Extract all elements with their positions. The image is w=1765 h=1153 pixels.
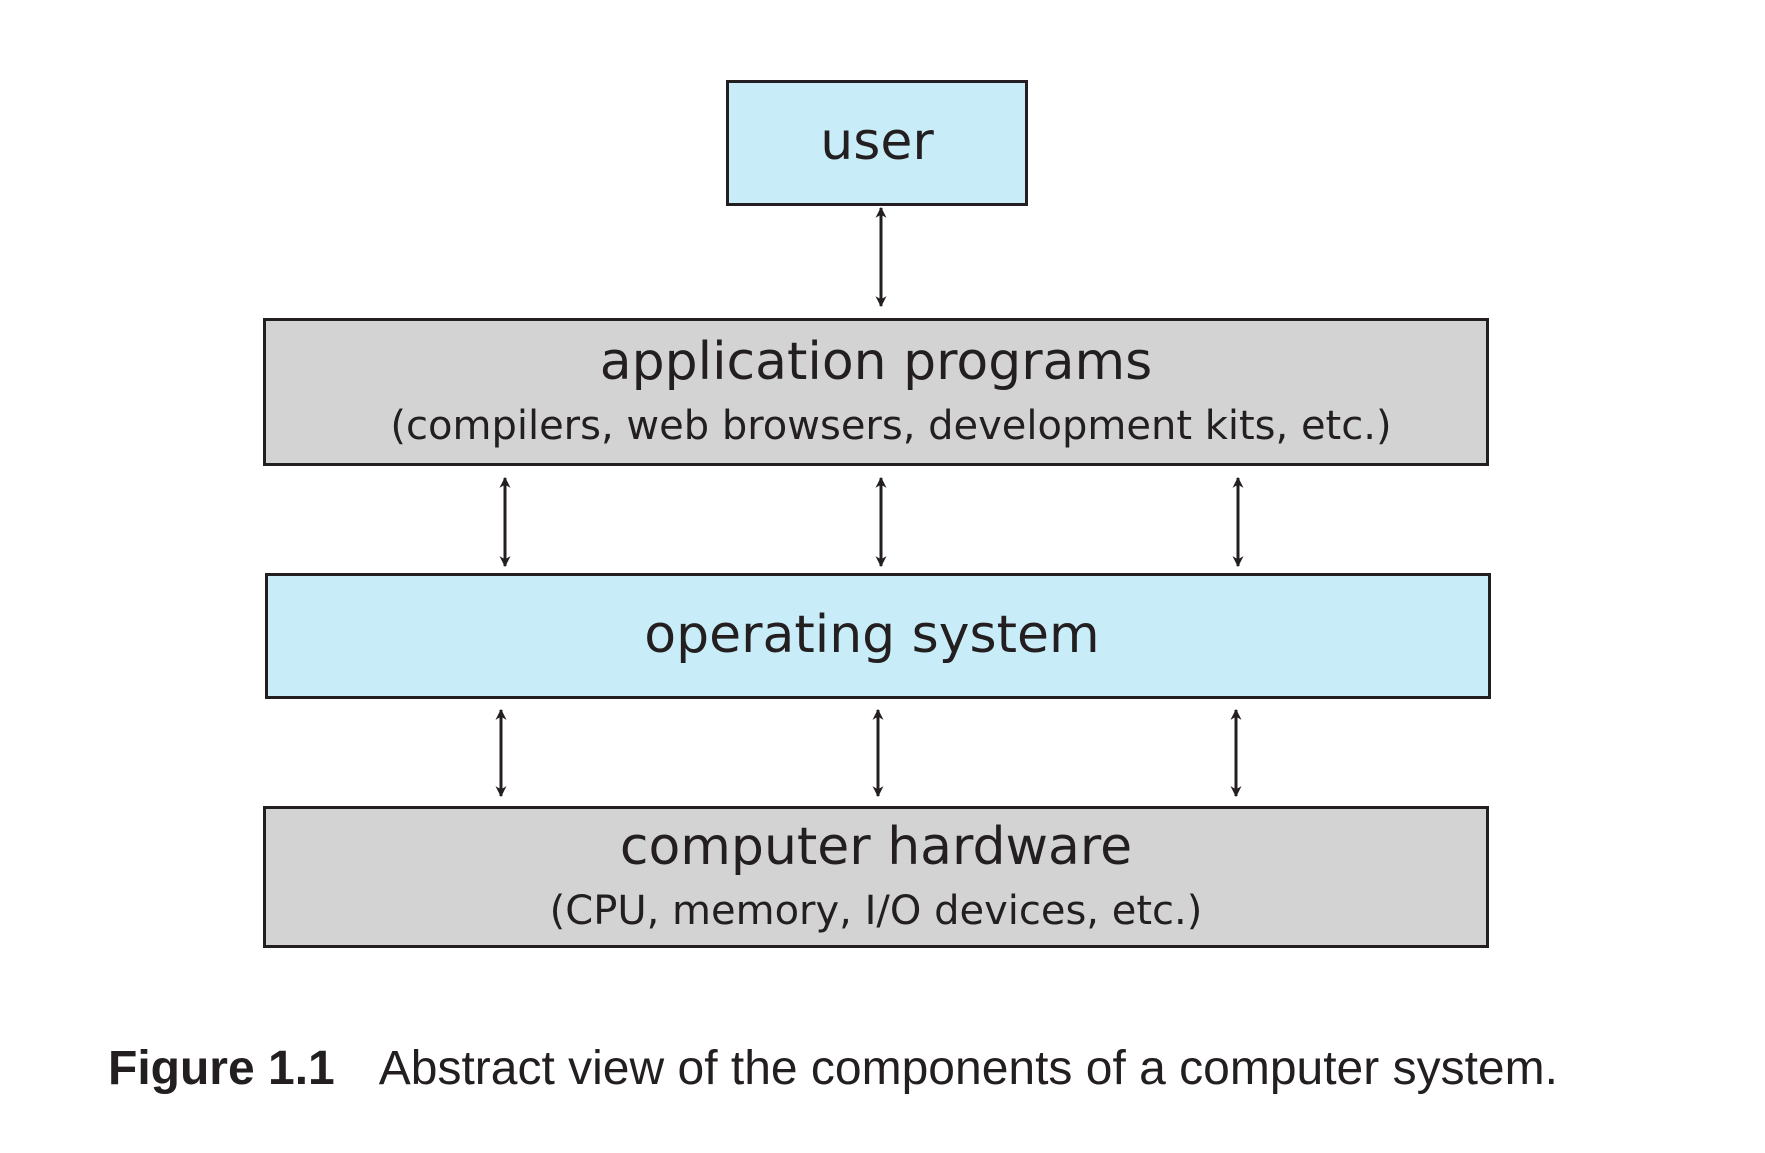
user-box: user: [726, 80, 1028, 206]
operating-system-box: operating system: [265, 573, 1491, 699]
application-programs-title: application programs: [599, 332, 1153, 393]
computer-hardware-box: computer hardware (CPU, memory, I/O devi…: [263, 806, 1489, 948]
application-programs-subtitle: (compilers, web browsers, development ki…: [390, 402, 1392, 449]
operating-system-title: operating system: [644, 605, 1100, 666]
application-programs-box: application programs (compilers, web bro…: [263, 318, 1489, 466]
computer-hardware-subtitle: (CPU, memory, I/O devices, etc.): [549, 887, 1203, 934]
figure-caption-text: Abstract view of the components of a com…: [378, 1042, 1558, 1095]
figure-caption: Figure 1.1 Abstract view of the component…: [108, 1040, 1558, 1098]
computer-hardware-title: computer hardware: [619, 817, 1133, 878]
figure-label: Figure 1.1: [108, 1042, 335, 1095]
user-box-title: user: [820, 112, 934, 173]
